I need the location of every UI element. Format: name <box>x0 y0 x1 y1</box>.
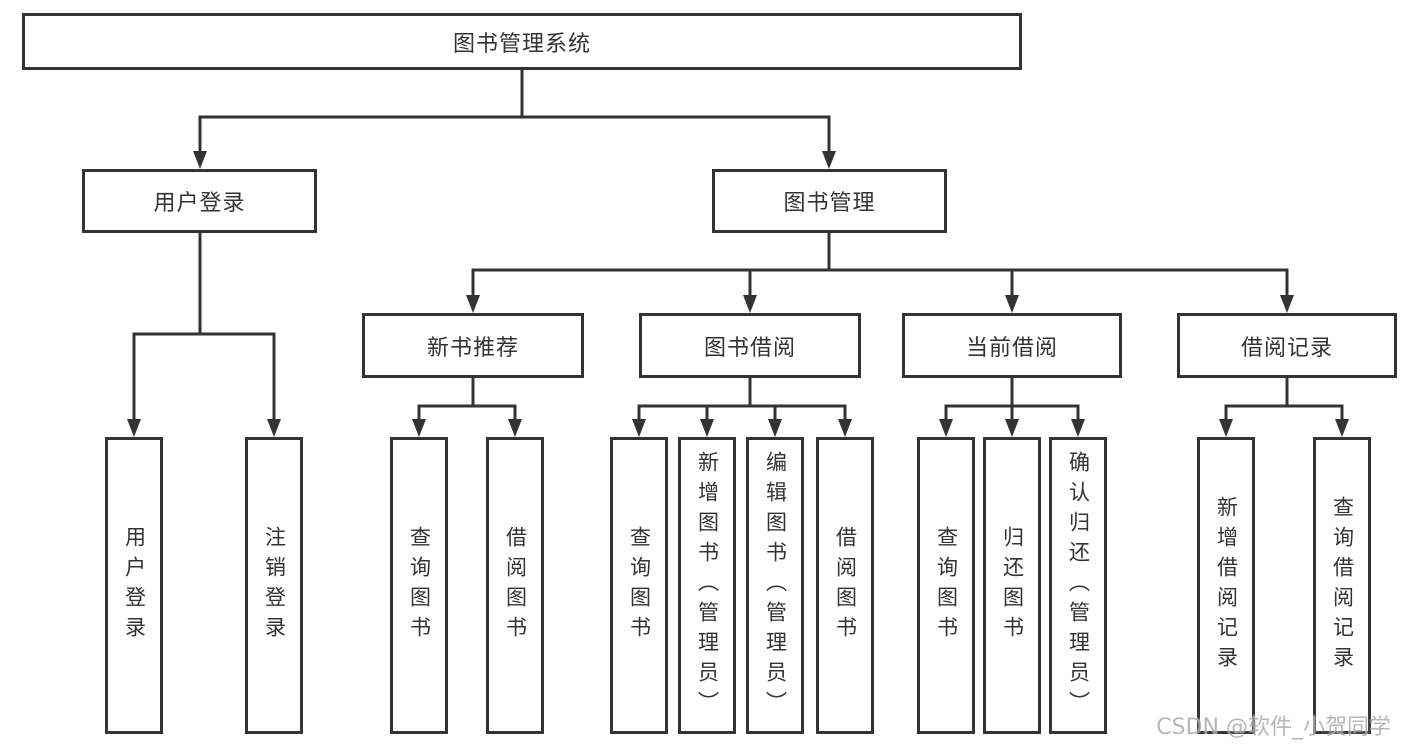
node-borrowing-records-label: 借阅记录 <box>1240 335 1333 361</box>
leaf-bb-query-books-label: 查询图书 <box>627 525 652 646</box>
leaf-nb-query-books-label: 查询图书 <box>407 525 432 646</box>
node-user-login-label: 用户登录 <box>153 191 246 216</box>
node-root-label: 图书管理系统 <box>452 31 591 57</box>
leaf-bb-edit-book-admin: 编辑图书（管理员） <box>746 437 804 734</box>
leaf-cb-confirm-return-admin: 确认归还（管理员） <box>1049 437 1107 734</box>
leaf-bb-edit-book-admin-label: 编辑图书（管理员） <box>763 450 788 721</box>
leaf-bb-borrow-books: 借阅图书 <box>816 437 874 734</box>
node-book-borrowing-label: 图书借阅 <box>703 335 796 361</box>
node-root: 图书管理系统 <box>22 13 1022 70</box>
node-user-login: 用户登录 <box>82 169 317 233</box>
leaf-user-login: 用户登录 <box>105 437 163 734</box>
leaf-nb-query-books: 查询图书 <box>390 437 448 734</box>
leaf-br-query-record: 查询借阅记录 <box>1313 437 1371 734</box>
leaf-cb-confirm-return-admin-label: 确认归还（管理员） <box>1066 450 1091 721</box>
leaf-bb-query-books: 查询图书 <box>610 437 668 734</box>
leaf-bb-borrow-books-label: 借阅图书 <box>833 525 858 646</box>
leaf-nb-borrow-books: 借阅图书 <box>486 437 544 734</box>
node-book-management-label: 图书管理 <box>783 191 876 216</box>
leaf-bb-add-book-admin-label: 新增图书（管理员） <box>695 450 720 721</box>
node-new-book-recommend-label: 新书推荐 <box>426 335 519 361</box>
node-borrowing-records: 借阅记录 <box>1177 313 1397 378</box>
node-current-borrowing-label: 当前借阅 <box>965 335 1058 361</box>
node-current-borrowing: 当前借阅 <box>902 313 1122 378</box>
leaf-bb-add-book-admin: 新增图书（管理员） <box>678 437 736 734</box>
leaf-cb-query-books-label: 查询图书 <box>934 525 959 646</box>
node-book-borrowing: 图书借阅 <box>639 313 861 378</box>
leaf-logout: 注销登录 <box>245 437 303 734</box>
leaf-logout-label: 注销登录 <box>262 525 287 646</box>
node-book-management: 图书管理 <box>712 169 947 233</box>
leaf-cb-query-books: 查询图书 <box>917 437 975 734</box>
leaf-br-add-record-label: 新增借阅记录 <box>1214 495 1239 676</box>
leaf-br-query-record-label: 查询借阅记录 <box>1330 495 1355 676</box>
watermark: CSDN @软件_小贺同学 <box>1156 715 1391 740</box>
leaf-cb-return-books: 归还图书 <box>983 437 1041 734</box>
leaf-br-add-record: 新增借阅记录 <box>1197 437 1255 734</box>
leaf-cb-return-books-label: 归还图书 <box>1000 525 1025 646</box>
node-new-book-recommend: 新书推荐 <box>362 313 584 378</box>
leaf-user-login-label: 用户登录 <box>122 525 147 646</box>
leaf-nb-borrow-books-label: 借阅图书 <box>503 525 528 646</box>
